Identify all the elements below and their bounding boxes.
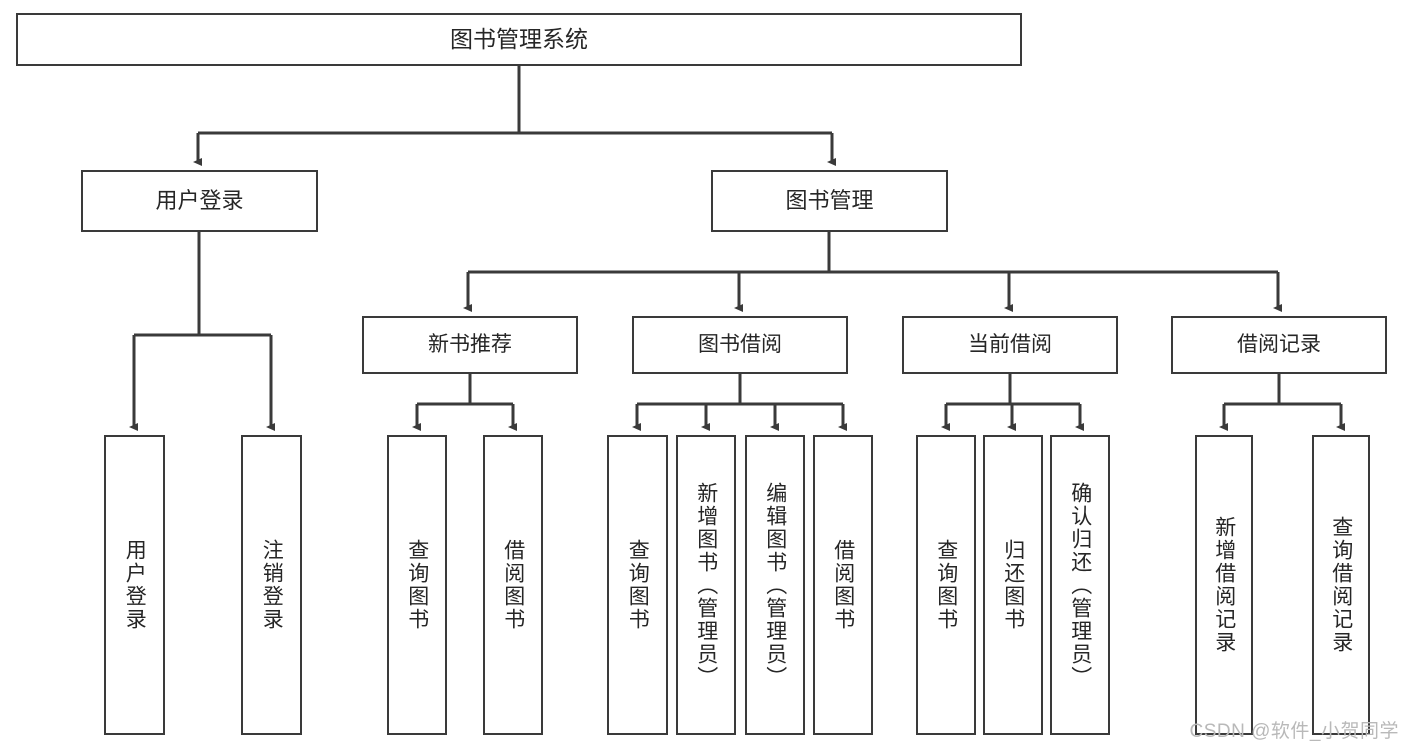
node-new-book-recommend[interactable]: 新书推荐 (362, 316, 578, 374)
node-leaf-borrow-book-2[interactable]: 借阅图书 (813, 435, 873, 735)
watermark-text: CSDN @软件_小贺同学 (1189, 721, 1399, 742)
node-leaf-user-logout[interactable]: 注销登录 (241, 435, 302, 735)
node-leaf-query-book-1[interactable]: 查询图书 (387, 435, 447, 735)
node-label: 图书借阅 (698, 333, 782, 357)
node-leaf-query-book-2[interactable]: 查询图书 (607, 435, 668, 735)
node-leaf-add-book[interactable]: 新增图书（管理员） (676, 435, 736, 735)
node-label: 图书管理系统 (450, 25, 588, 52)
node-label: 查询借阅记录 (1329, 516, 1353, 654)
node-leaf-edit-book[interactable]: 编辑图书（管理员） (745, 435, 805, 735)
node-label: 用户登录 (155, 187, 244, 213)
node-user-login[interactable]: 用户登录 (81, 170, 318, 232)
node-label: 借阅记录 (1237, 333, 1321, 357)
node-leaf-borrow-book-1[interactable]: 借阅图书 (483, 435, 543, 735)
node-label: 用户登录 (123, 539, 147, 631)
node-leaf-user-login[interactable]: 用户登录 (104, 435, 165, 735)
node-leaf-query-book-3[interactable]: 查询图书 (916, 435, 976, 735)
node-borrow-record[interactable]: 借阅记录 (1171, 316, 1387, 374)
node-label: 查询图书 (934, 539, 958, 631)
node-book-borrow[interactable]: 图书借阅 (632, 316, 848, 374)
node-label: 新书推荐 (428, 333, 512, 357)
node-label: 当前借阅 (968, 333, 1052, 357)
node-label: 查询图书 (626, 539, 650, 631)
node-leaf-confirm-return[interactable]: 确认归还（管理员） (1050, 435, 1110, 735)
node-label: 新增图书（管理员） (694, 481, 718, 689)
node-leaf-query-borrow-record[interactable]: 查询借阅记录 (1312, 435, 1370, 735)
node-label: 确认归还（管理员） (1068, 481, 1092, 689)
node-book-manage[interactable]: 图书管理 (711, 170, 948, 232)
node-leaf-add-borrow-record[interactable]: 新增借阅记录 (1195, 435, 1253, 735)
node-label: 编辑图书（管理员） (763, 481, 787, 689)
node-label: 借阅图书 (831, 539, 855, 631)
node-label: 图书管理 (785, 187, 874, 213)
node-label: 查询图书 (405, 539, 429, 631)
node-label: 新增借阅记录 (1212, 516, 1236, 654)
node-label: 注销登录 (260, 539, 284, 631)
node-label: 归还图书 (1001, 539, 1025, 631)
node-current-borrow[interactable]: 当前借阅 (902, 316, 1118, 374)
node-leaf-return-book[interactable]: 归还图书 (983, 435, 1043, 735)
node-label: 借阅图书 (501, 539, 525, 631)
node-root-system[interactable]: 图书管理系统 (16, 13, 1022, 66)
